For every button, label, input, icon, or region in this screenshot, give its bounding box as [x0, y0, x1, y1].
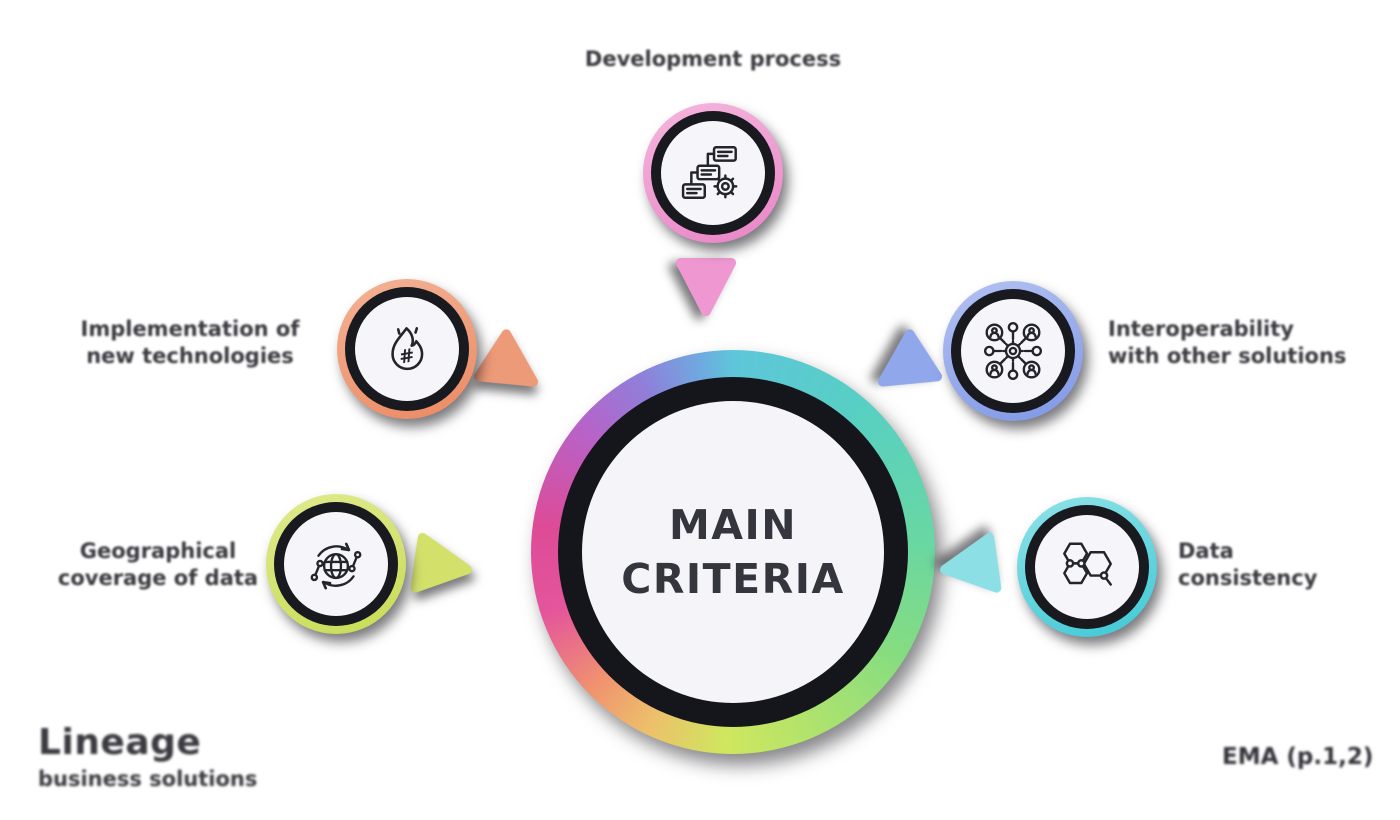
label-right-upper-line1: Interoperability [1108, 317, 1294, 341]
network-users-gear-icon [983, 321, 1043, 381]
arrow-from-right-upper [878, 329, 943, 387]
workflow-gear-icon [681, 145, 738, 199]
center-title-line2: CRITERIA [621, 555, 845, 603]
label-right-upper: Interoperability with other solutions [1108, 316, 1368, 370]
label-right-lower: Data consistency [1178, 538, 1398, 592]
watermark-subtitle: business solutions [38, 767, 258, 791]
label-left-upper-line1: Implementation of [80, 317, 300, 341]
user-node-icon [1022, 360, 1041, 379]
label-top: Development process [584, 47, 842, 71]
watermark-logo: Lineage business solutions [38, 722, 257, 791]
globe-sync-icon [310, 542, 362, 590]
arrow-from-right-lower [940, 532, 1002, 593]
center-face: MAIN CRITERIA [582, 401, 884, 703]
satellite-left-lower-face [284, 512, 388, 616]
satellite-right-lower-circle [1017, 497, 1157, 637]
satellite-left-upper-face: # [355, 297, 459, 401]
molecule-hexagons-icon [1063, 542, 1112, 586]
label-left-lower: Geographical coverage of data [53, 538, 263, 592]
satellite-top-face [661, 121, 765, 225]
user-node-icon [985, 360, 1004, 379]
footnote-reference: EMA (p.1,2) [1222, 744, 1374, 770]
watermark-title: Lineage [38, 722, 202, 763]
arrow-from-left-lower [410, 532, 472, 593]
satellite-right-lower-face [1035, 515, 1139, 619]
arrow-from-left-upper [473, 329, 538, 387]
center-title-line1: MAIN [668, 500, 798, 549]
svg-text:#: # [397, 345, 416, 368]
trending-flame-hashtag-icon: # [391, 327, 424, 371]
user-node-icon [985, 323, 1004, 342]
gear-hub [1002, 340, 1024, 362]
label-left-upper-line2: new technologies [86, 344, 294, 368]
user-node-icon [1022, 323, 1041, 342]
label-right-upper-line2: with other solutions [1108, 344, 1347, 368]
satellite-left-lower-circle [266, 494, 406, 634]
label-left-lower-line2: coverage of data [57, 566, 259, 590]
satellite-right-upper-circle [943, 281, 1083, 421]
label-right-lower-line1: Data [1178, 539, 1234, 563]
satellite-top-circle [643, 103, 783, 243]
satellite-right-upper-face [961, 299, 1065, 403]
label-right-lower-line2: consistency [1178, 566, 1318, 590]
arrow-from-top [675, 258, 737, 317]
satellite-left-upper-circle: # [337, 279, 477, 419]
label-left-upper: Implementation of new technologies [60, 316, 320, 370]
main-criteria-circle: MAIN CRITERIA [531, 350, 935, 754]
label-left-lower-line1: Geographical [79, 539, 237, 563]
